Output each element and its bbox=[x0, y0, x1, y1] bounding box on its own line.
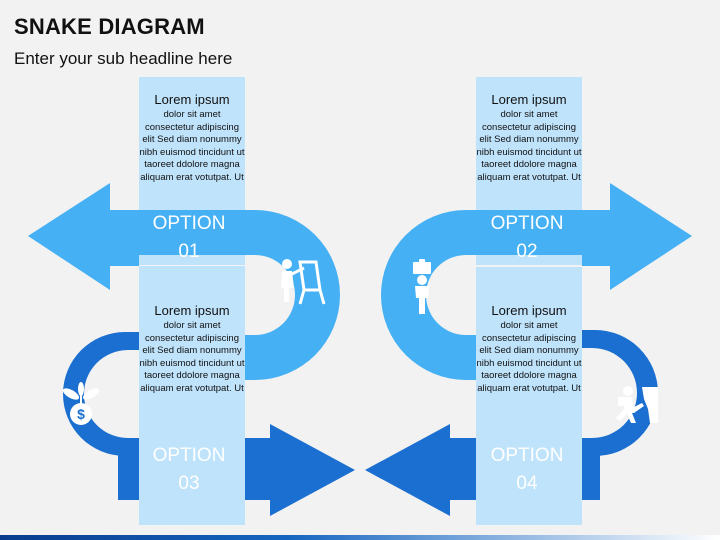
option-03-number: 03 bbox=[178, 473, 200, 494]
option-04-title: OPTION bbox=[490, 445, 564, 466]
box-2-text: Lorem ipsum dolor sit amet consectetur a… bbox=[475, 92, 583, 184]
box-3-body: dolor sit amet consectetur adipiscing el… bbox=[139, 320, 245, 394]
page-subtitle: Enter your sub headline here bbox=[14, 49, 233, 68]
option-02-number: 02 bbox=[516, 241, 538, 262]
option-03-title: OPTION bbox=[152, 445, 226, 466]
box-4-body: dolor sit amet consectetur adipiscing el… bbox=[476, 320, 582, 394]
presenter-at-flipchart-icon bbox=[281, 259, 326, 305]
climber-icon bbox=[616, 386, 658, 423]
person-holding-box-icon bbox=[413, 259, 431, 314]
box-3-text: Lorem ipsum dolor sit amet consectetur a… bbox=[138, 303, 246, 395]
page-title: SNAKE DIAGRAM bbox=[14, 14, 205, 39]
box-1-overlay bbox=[139, 266, 245, 267]
box-3-background bbox=[139, 267, 245, 525]
footer-accent-bar bbox=[0, 535, 720, 540]
option-02-label: OPTION 02 bbox=[472, 210, 582, 266]
box-4-text: Lorem ipsum dolor sit amet consectetur a… bbox=[475, 303, 583, 395]
option-01-arrow bbox=[28, 183, 255, 290]
option-04-number: 04 bbox=[516, 473, 538, 494]
option-02-arrow bbox=[466, 183, 692, 290]
box-1-body: dolor sit amet consectetur adipiscing el… bbox=[139, 109, 245, 183]
money-plant-icon: $ bbox=[62, 382, 100, 425]
box-4-background bbox=[476, 267, 582, 525]
option-02-title: OPTION bbox=[490, 213, 564, 234]
svg-text:$: $ bbox=[77, 406, 85, 422]
option-01-number: 01 bbox=[178, 241, 200, 262]
option-01-label: OPTION 01 bbox=[134, 210, 244, 266]
box-2-heading: Lorem ipsum bbox=[491, 92, 567, 107]
box-1-heading: Lorem ipsum bbox=[154, 92, 230, 107]
option-04-label: OPTION 04 bbox=[472, 442, 582, 498]
option-01-title: OPTION bbox=[152, 213, 226, 234]
box-2-body: dolor sit amet consectetur adipiscing el… bbox=[476, 109, 582, 183]
box-4-heading: Lorem ipsum bbox=[491, 303, 567, 318]
box-3-heading: Lorem ipsum bbox=[154, 303, 230, 318]
option-03-label: OPTION 03 bbox=[134, 442, 244, 498]
box-1-text: Lorem ipsum dolor sit amet consectetur a… bbox=[138, 92, 246, 184]
